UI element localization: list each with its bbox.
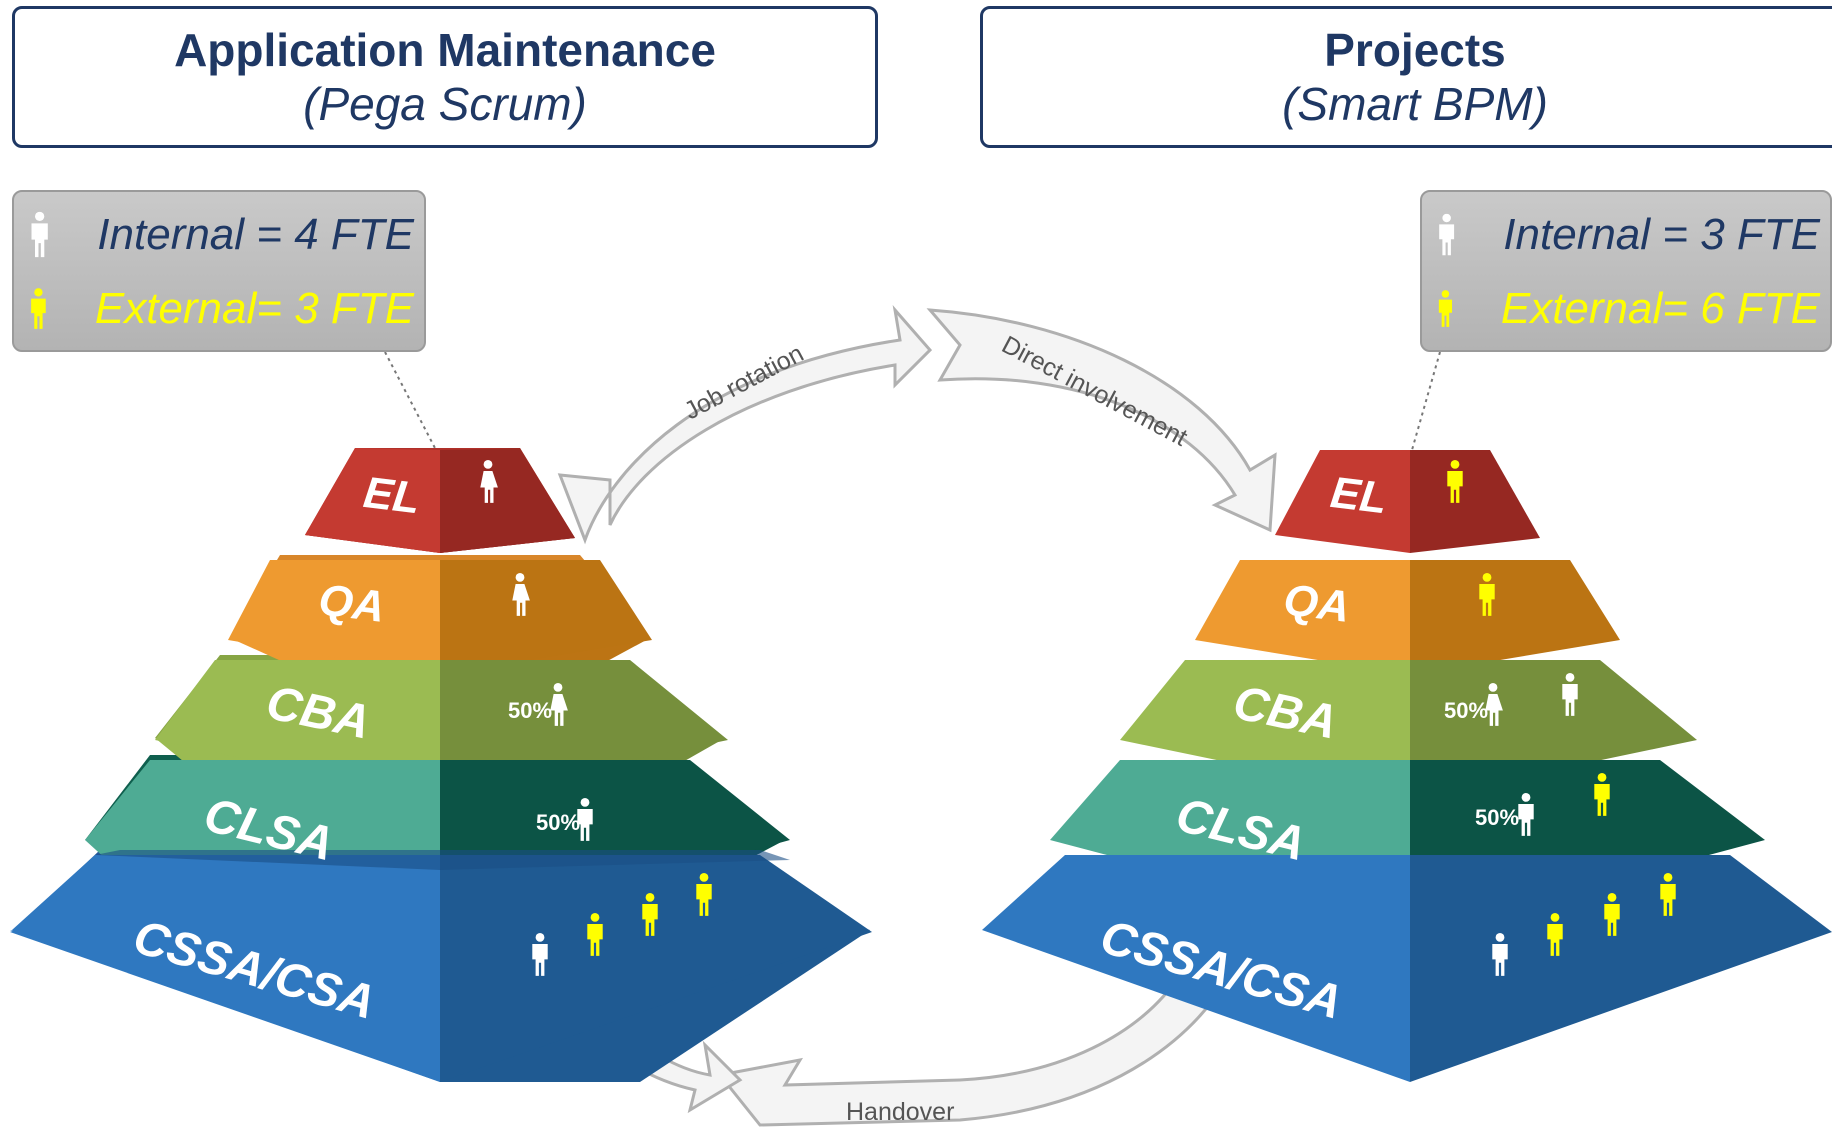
percent-label-left-clsa: 50% <box>536 810 580 835</box>
fte-box-left: Internal = 4 FTE External= 3 FTE <box>12 190 426 352</box>
percent-label-left-cba: 50% <box>508 698 552 723</box>
title-application-maintenance: Application Maintenance <box>174 24 716 76</box>
level-label-el-left: EL <box>361 468 423 523</box>
fte-external-left: External= 3 FTE <box>94 284 414 333</box>
external-person-icon <box>1436 283 1455 335</box>
external-person-icon <box>28 283 49 335</box>
fte-internal-right: Internal = 3 FTE <box>1503 210 1820 259</box>
percent-label-right-clsa: 50% <box>1475 805 1519 830</box>
title-projects: Projects <box>1324 24 1506 76</box>
pyramid-left <box>10 448 872 1082</box>
title-box-projects: Projects (Smart BPM) <box>980 6 1832 148</box>
job-rotation-arrow <box>557 305 933 545</box>
level-label-qa-left: QA <box>316 575 387 632</box>
fte-box-right: Internal = 3 FTE External= 6 FTE <box>1420 190 1832 352</box>
fte-external-right: External= 6 FTE <box>1500 284 1820 333</box>
handover-label: Handover <box>846 1098 954 1126</box>
direct-involvement-arrow <box>926 308 1277 533</box>
percent-label-right-cba: 50% <box>1444 698 1488 723</box>
internal-person-icon <box>28 209 51 261</box>
pyramid-right <box>982 450 1832 1082</box>
title-box-application-maintenance: Application Maintenance (Pega Scrum) <box>12 6 878 148</box>
connector-right <box>1411 351 1441 451</box>
internal-person-icon <box>1436 209 1457 261</box>
subtitle-pega-scrum: (Pega Scrum) <box>303 78 587 130</box>
level-label-qa-right: QA <box>1281 575 1352 632</box>
subtitle-smart-bpm: (Smart BPM) <box>1282 78 1548 130</box>
fte-internal-left: Internal = 4 FTE <box>97 210 414 259</box>
connector-left <box>384 351 437 451</box>
level-label-el-right: EL <box>1328 468 1390 523</box>
